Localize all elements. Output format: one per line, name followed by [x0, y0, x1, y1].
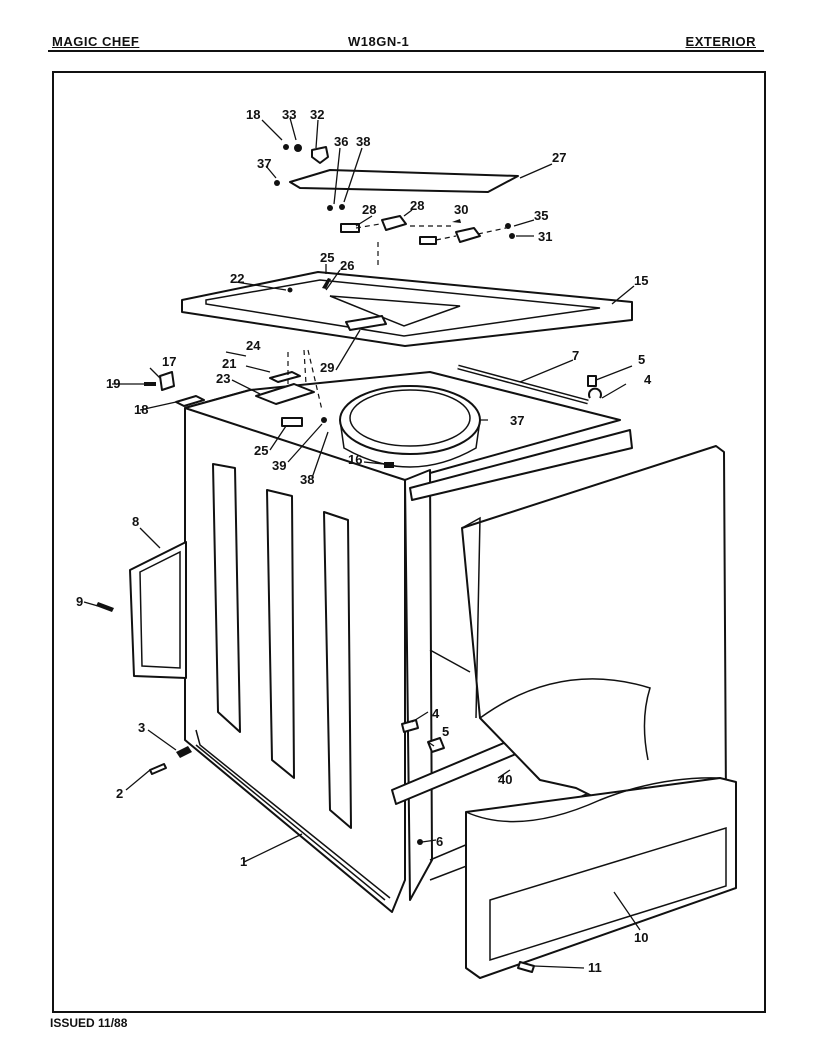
callout-23: 25: [320, 250, 334, 265]
cabinet-slot-3: [323, 511, 352, 829]
callout-8: 8: [132, 514, 139, 529]
callout-29a: 30: [454, 202, 468, 217]
callout-40: 40: [498, 772, 512, 787]
callout-32: 18: [246, 107, 260, 122]
callout-38: 38: [300, 472, 314, 487]
callout-11: 11: [588, 960, 602, 975]
callout-19: 21: [222, 356, 236, 371]
part-6-screw: [417, 839, 423, 845]
callout-26: 28: [410, 198, 424, 213]
callout-1: 1: [240, 854, 247, 869]
part-14-clip: [384, 462, 394, 468]
callout-5-top: 5: [638, 352, 645, 367]
part-36-nut: [339, 204, 345, 210]
part-29b-clip: [509, 233, 515, 239]
part-37-tub-ring: [339, 385, 481, 455]
callout-6: 6: [436, 834, 443, 849]
callout-17: 19: [106, 376, 120, 391]
callout-3: 3: [138, 720, 145, 735]
part-13-top-frame: [181, 271, 633, 347]
part-35-screw: [274, 180, 280, 186]
part-26-switch: [381, 215, 407, 231]
callout-9: 9: [76, 594, 83, 609]
part-5-bolt-mid: [427, 737, 445, 753]
callout-22: 25: [254, 443, 268, 458]
model-number: W18GN-1: [348, 34, 410, 49]
part-39-screw: [321, 417, 327, 423]
callout-39: 39: [272, 458, 286, 473]
callout-33: 35: [534, 208, 548, 223]
callout-15: 17: [162, 354, 176, 369]
callout-5-mid: 5: [442, 724, 449, 739]
callout-31: 33: [282, 107, 296, 122]
callout-34: 36: [334, 134, 348, 149]
callout-4-top: 4: [644, 372, 652, 387]
part-2-bolt: [149, 763, 167, 775]
callout-2: 2: [116, 786, 123, 801]
callout-18: 22: [230, 271, 244, 286]
part-5-bolt-top: [587, 375, 597, 387]
callout-13: 15: [634, 273, 648, 288]
callout-21: 24: [246, 338, 261, 353]
cabinet-slot-1: [212, 463, 241, 733]
callout-36: 38: [356, 134, 370, 149]
callout-7: 7: [572, 348, 579, 363]
callout-10: 10: [634, 930, 648, 945]
callout-37: 37: [510, 413, 524, 428]
header-rule: [48, 50, 764, 52]
part-20-bracket: [255, 383, 315, 405]
part-26b-switch: [455, 227, 481, 243]
part-18-screw: [287, 287, 293, 293]
part-28-bracket: [345, 315, 387, 331]
cabinet-slot-2: [266, 489, 295, 779]
part-32-screw: [283, 144, 289, 150]
callout-30: 32: [310, 107, 324, 122]
callout-20: 23: [216, 371, 230, 386]
part-15-clip: [159, 371, 175, 391]
part-22-bracket: [281, 417, 303, 427]
callout-25: 27: [552, 150, 566, 165]
part-4-clip-top: [588, 387, 602, 399]
part-30-bracket: [311, 146, 329, 164]
part-29-clip: [452, 219, 461, 223]
part-9-screw: [96, 602, 114, 612]
callout-28a: 29: [320, 360, 334, 375]
part-11-screw: [517, 961, 535, 973]
issued-date: ISSUED 11/88: [50, 1016, 128, 1030]
part-25-cover-plate: [289, 169, 519, 193]
section-title: EXTERIOR: [685, 34, 756, 49]
diagram-frame: [52, 71, 766, 1013]
part-10-front-panel: [465, 777, 737, 979]
part-31-washer: [294, 144, 302, 152]
part-33-screw: [505, 223, 511, 229]
callout-4-mid: 4: [432, 706, 440, 721]
callout-24: 26: [340, 258, 354, 273]
part-16-gasket: [175, 395, 205, 407]
part-3-nut: [176, 746, 192, 758]
part-4-clip-mid: [401, 719, 419, 733]
callout-14: 16: [348, 452, 362, 467]
part-17-screw: [144, 382, 156, 386]
callout-29b: 31: [538, 229, 552, 244]
part-27b-knob: [419, 236, 437, 245]
part-8-access-panel: [129, 541, 187, 679]
brand-label: MAGIC CHEF: [52, 34, 140, 49]
callout-16: 18: [134, 402, 148, 417]
part-34-nut: [327, 205, 333, 211]
callout-35: 37: [257, 156, 271, 171]
callout-27: 28: [362, 202, 376, 217]
part-23-screw: [322, 278, 331, 289]
part-19-bracket: [269, 371, 301, 383]
